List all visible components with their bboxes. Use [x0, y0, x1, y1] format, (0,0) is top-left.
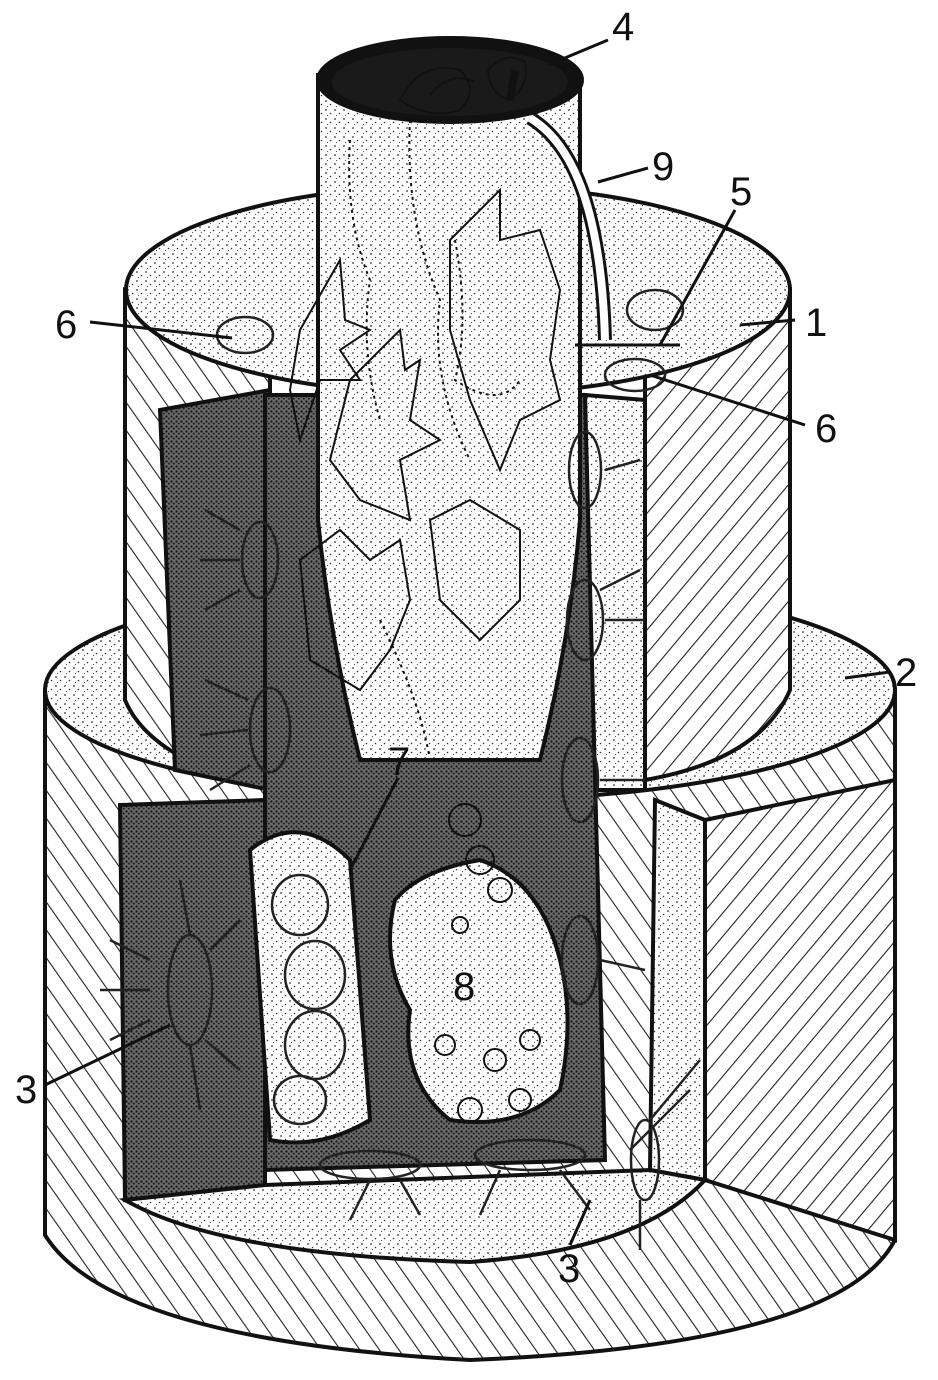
- label-7: 7: [388, 740, 410, 784]
- label-8: 8: [453, 965, 475, 1009]
- osteoblast-group: [250, 832, 370, 1142]
- label-3-left: 3: [15, 1068, 37, 1112]
- label-9: 9: [652, 145, 674, 189]
- label-6-right: 6: [815, 407, 837, 451]
- label-1: 1: [805, 301, 827, 345]
- label-5: 5: [730, 170, 752, 214]
- label-4: 4: [612, 5, 634, 49]
- vessel-tube: [318, 38, 605, 760]
- label-3-bottom: 3: [558, 1247, 580, 1291]
- label-2: 2: [895, 651, 917, 695]
- label-6-left: 6: [55, 303, 77, 347]
